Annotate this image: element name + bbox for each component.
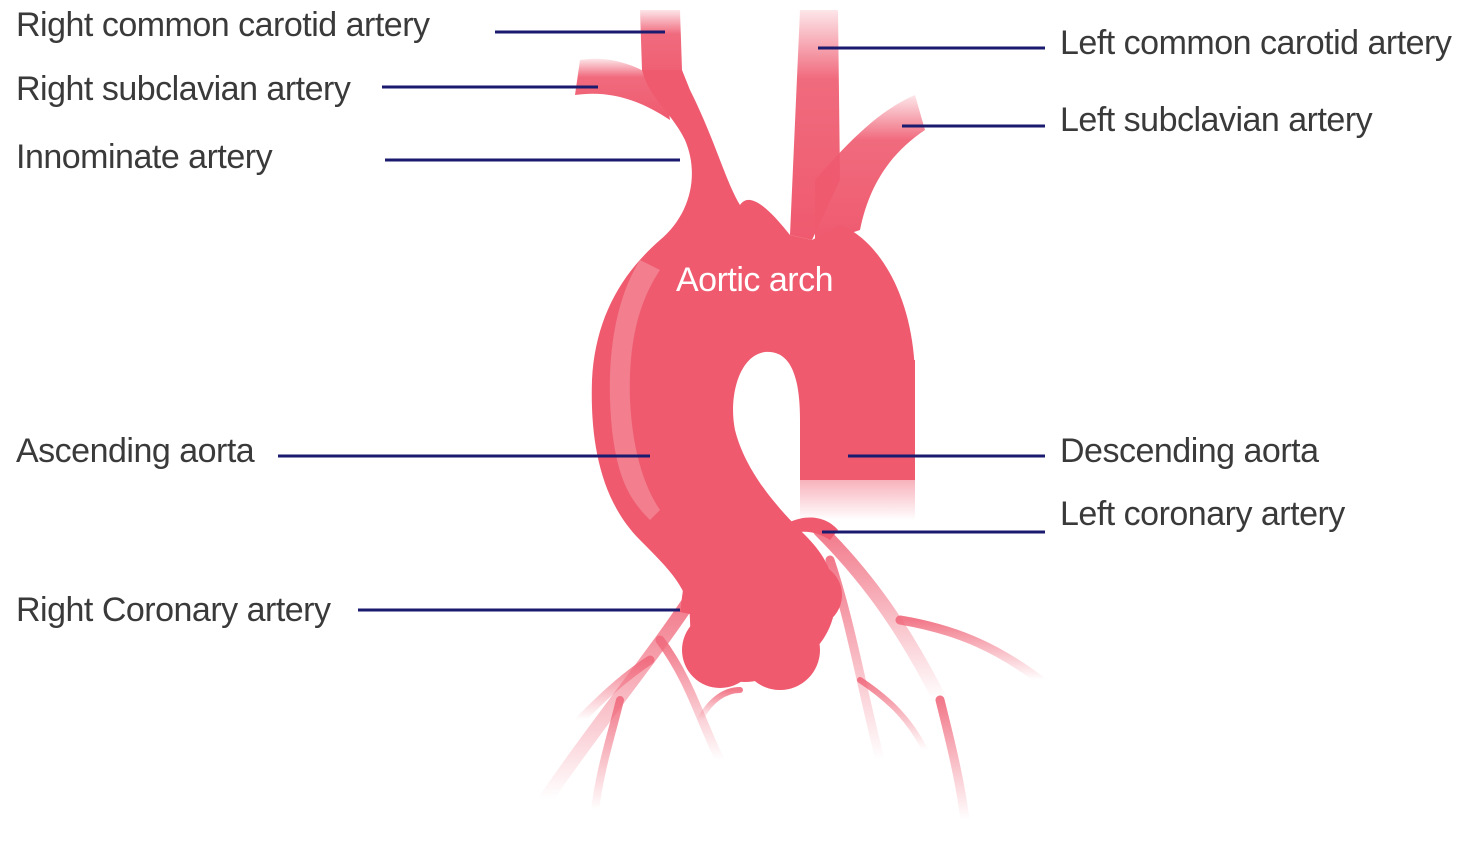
label-left-common-carotid: Left common carotid artery xyxy=(1060,26,1451,60)
label-innominate: Innominate artery xyxy=(16,140,272,174)
label-left-subclavian: Left subclavian artery xyxy=(1060,103,1372,137)
label-right-common-carotid: Right common carotid artery xyxy=(16,8,430,42)
label-right-coronary: Right Coronary artery xyxy=(16,593,331,627)
label-aortic-arch: Aortic arch xyxy=(676,263,833,297)
label-ascending-aorta: Ascending aorta xyxy=(16,434,254,468)
label-descending-aorta: Descending aorta xyxy=(1060,434,1319,468)
label-right-subclavian: Right subclavian artery xyxy=(16,72,350,106)
left-coronary-branches xyxy=(820,530,1040,820)
label-left-coronary: Left coronary artery xyxy=(1060,497,1345,531)
